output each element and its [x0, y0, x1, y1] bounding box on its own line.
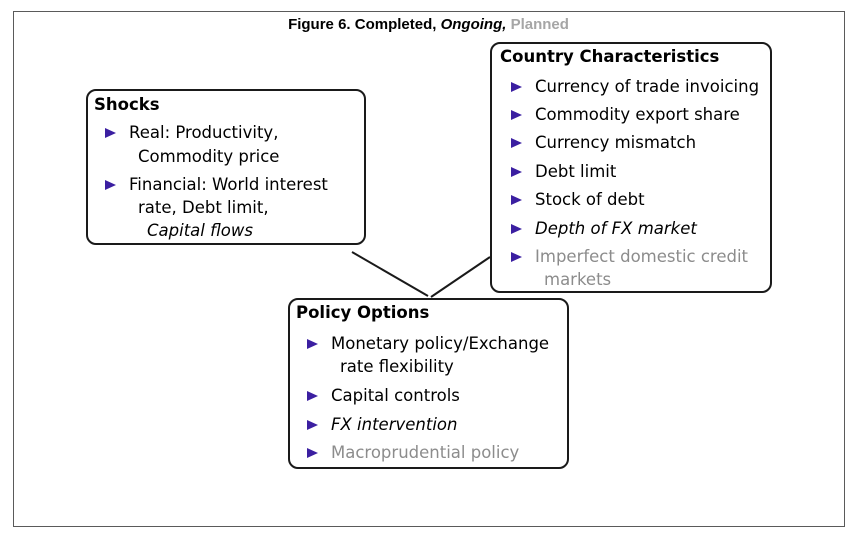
figure-title: Figure 6. Completed, Ongoing, Planned — [0, 16, 857, 33]
shocks-bullet-icon — [105, 128, 116, 138]
connector-country-policy — [430, 256, 491, 298]
title-ongoing: Ongoing, — [440, 16, 507, 33]
policy-title: Policy Options — [296, 303, 430, 322]
country-bullet-icon — [511, 224, 522, 234]
country-item-currency-mismatch: Currency mismatch — [535, 133, 697, 152]
shocks-item-financial-line1: Financial: World interest — [129, 175, 328, 194]
shocks-item-real-line2: Commodity price — [138, 147, 280, 166]
shocks-item-financial-line2: rate, Debt limit, — [138, 198, 269, 217]
policy-bullet-icon — [307, 339, 318, 349]
policy-item-monetary-line2: rate flexibility — [340, 357, 454, 376]
policy-bullet-icon — [307, 391, 318, 401]
title-completed: Figure 6. Completed, — [288, 16, 441, 33]
country-item-fx-depth: Depth of FX market — [535, 219, 697, 238]
country-bullet-icon — [511, 110, 522, 120]
country-bullet-icon — [511, 195, 522, 205]
country-bullet-icon — [511, 252, 522, 262]
figure-frame — [13, 11, 845, 527]
country-bullet-icon — [511, 167, 522, 177]
shocks-item-real-line1: Real: Productivity, — [129, 123, 279, 142]
country-item-credit-markets-line2: markets — [544, 270, 612, 289]
policy-item-capital-controls: Capital controls — [331, 386, 460, 405]
country-bullet-icon — [511, 138, 522, 148]
country-characteristics-box: Country Characteristics Currency of trad… — [490, 42, 772, 293]
connector-shocks-policy — [351, 251, 429, 297]
country-item-credit-markets-line1: Imperfect domestic credit — [535, 247, 749, 266]
policy-item-macroprudential: Macroprudential policy — [331, 443, 520, 462]
policy-item-fx-intervention: FX intervention — [331, 415, 458, 434]
shocks-box: Shocks Real: Productivity, Commodity pri… — [86, 89, 366, 245]
country-title: Country Characteristics — [500, 47, 720, 66]
country-item-invoicing: Currency of trade invoicing — [535, 77, 760, 96]
policy-item-monetary-line1: Monetary policy/Exchange — [331, 334, 550, 353]
policy-bullet-icon — [307, 448, 318, 458]
country-item-debt-limit: Debt limit — [535, 162, 617, 181]
country-item-stock-of-debt: Stock of debt — [535, 190, 645, 209]
shocks-item-financial-line3: Capital flows — [147, 221, 253, 240]
country-bullet-icon — [511, 82, 522, 92]
title-planned: Planned — [506, 16, 569, 33]
country-item-commodity-share: Commodity export share — [535, 105, 740, 124]
shocks-bullet-icon — [105, 180, 116, 190]
policy-bullet-icon — [307, 420, 318, 430]
policy-options-box: Policy Options Monetary policy/Exchange … — [288, 298, 569, 469]
shocks-title: Shocks — [94, 95, 160, 114]
